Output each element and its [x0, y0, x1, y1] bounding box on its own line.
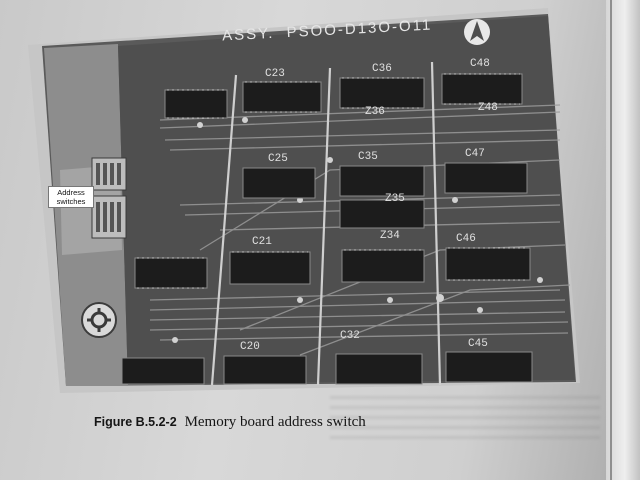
silkscreen-label-c21: C21: [252, 236, 272, 248]
figure-label: Figure B.5.2-2: [94, 415, 177, 429]
page-edge-line: [610, 0, 612, 480]
bleed-through-text: [330, 396, 600, 444]
silkscreen-label-c32: C32: [340, 330, 360, 342]
silkscreen-label-c35: C35: [358, 151, 378, 163]
silkscreen-label-z48: Z48: [478, 102, 498, 114]
silkscreen-label-c36: C36: [372, 63, 392, 75]
figure-title: Memory board address switch: [184, 414, 366, 430]
gear-icon: [87, 308, 111, 332]
silkscreen-label-c20: C20: [240, 341, 260, 353]
silkscreen-label-c47: C47: [465, 148, 485, 160]
silkscreen-label-c48: C48: [470, 58, 490, 70]
silkscreen-label-z34: Z34: [380, 230, 400, 242]
manufacturer-logo-icon: [464, 19, 490, 45]
silkscreen-label-c23: C23: [265, 68, 285, 80]
silkscreen-label-c46: C46: [456, 233, 476, 245]
silkscreen-label-z36: Z36: [365, 106, 385, 118]
callout-line-1: Address: [57, 188, 85, 197]
address-switches-callout: Address switches: [48, 186, 94, 208]
figure-caption: Figure B.5.2-2 Memory board address swit…: [94, 413, 366, 431]
silkscreen-label-c25: C25: [268, 153, 288, 165]
silkscreen-label-c45: C45: [468, 338, 488, 350]
silkscreen-label-z35: Z35: [385, 193, 405, 205]
callout-line-2: switches: [56, 197, 86, 206]
